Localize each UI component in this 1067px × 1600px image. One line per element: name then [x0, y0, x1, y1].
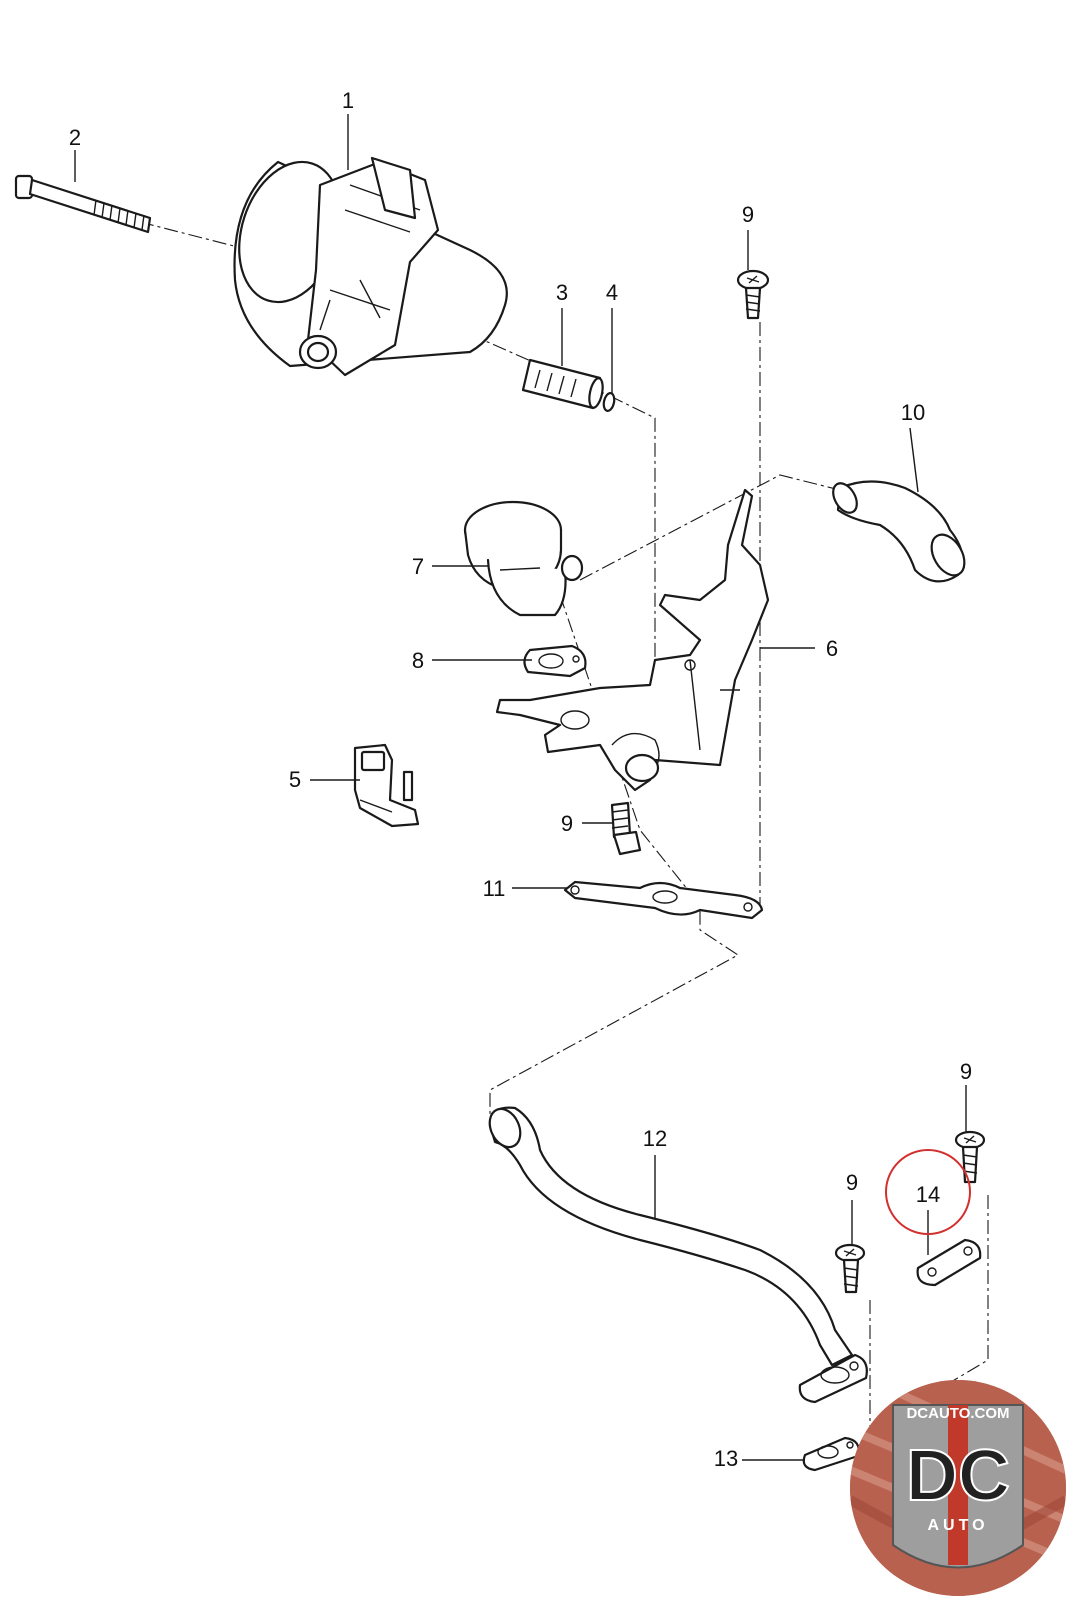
part-13-gasket — [802, 1436, 860, 1472]
part-9-screw-top — [736, 269, 770, 320]
leader-lines — [74, 114, 967, 1461]
logo-mark-text: DC — [906, 1436, 1010, 1516]
part-6-bracket — [495, 488, 770, 792]
highlight-circle — [885, 1149, 971, 1235]
part-8-gasket — [523, 644, 587, 678]
part-14-plate — [916, 1238, 982, 1287]
part-2-bolt — [14, 174, 152, 234]
logo-sub-text: AUTO — [927, 1517, 988, 1534]
part-12-pipe — [488, 1106, 868, 1404]
callout-12: 12 — [643, 1126, 667, 1151]
callout-9-top: 9 — [742, 202, 754, 227]
part-10-hose — [832, 480, 966, 583]
callout-3: 3 — [556, 280, 568, 305]
part-9-screw-middle — [610, 801, 642, 856]
callout-2: 2 — [69, 125, 81, 150]
callout-13: 13 — [714, 1446, 738, 1471]
callout-1: 1 — [342, 88, 354, 113]
callout-5: 5 — [289, 767, 301, 792]
callout-7: 7 — [412, 554, 424, 579]
callouts: 1 2 3 4 9 10 7 8 6 5 9 11 12 9 9 14 13 — [69, 88, 972, 1471]
assembly-lines — [139, 221, 989, 1455]
callout-8: 8 — [412, 648, 424, 673]
part-1-air-pump — [233, 156, 508, 377]
part-11-gasket — [563, 880, 764, 920]
part-9-screw-right — [954, 1130, 986, 1184]
logo-site-text: DCAUTO.COM — [906, 1405, 1009, 1422]
part-3-filter — [521, 358, 604, 410]
callout-9-lower: 9 — [846, 1170, 858, 1195]
callout-4: 4 — [606, 280, 618, 305]
callout-11: 11 — [483, 876, 506, 901]
callout-6: 6 — [826, 636, 838, 661]
callout-10: 10 — [901, 400, 925, 425]
callout-9-right: 9 — [960, 1059, 972, 1084]
part-9-screw-lower — [834, 1243, 866, 1294]
part-5-solenoid — [353, 743, 420, 828]
callout-9-middle: 9 — [561, 811, 573, 836]
part-7-valve — [463, 500, 584, 617]
dcauto-logo: DCAUTO.COM DC AUTO — [850, 1380, 1066, 1596]
part-4-o-ring — [602, 392, 616, 412]
callout-14: 14 — [916, 1182, 940, 1207]
